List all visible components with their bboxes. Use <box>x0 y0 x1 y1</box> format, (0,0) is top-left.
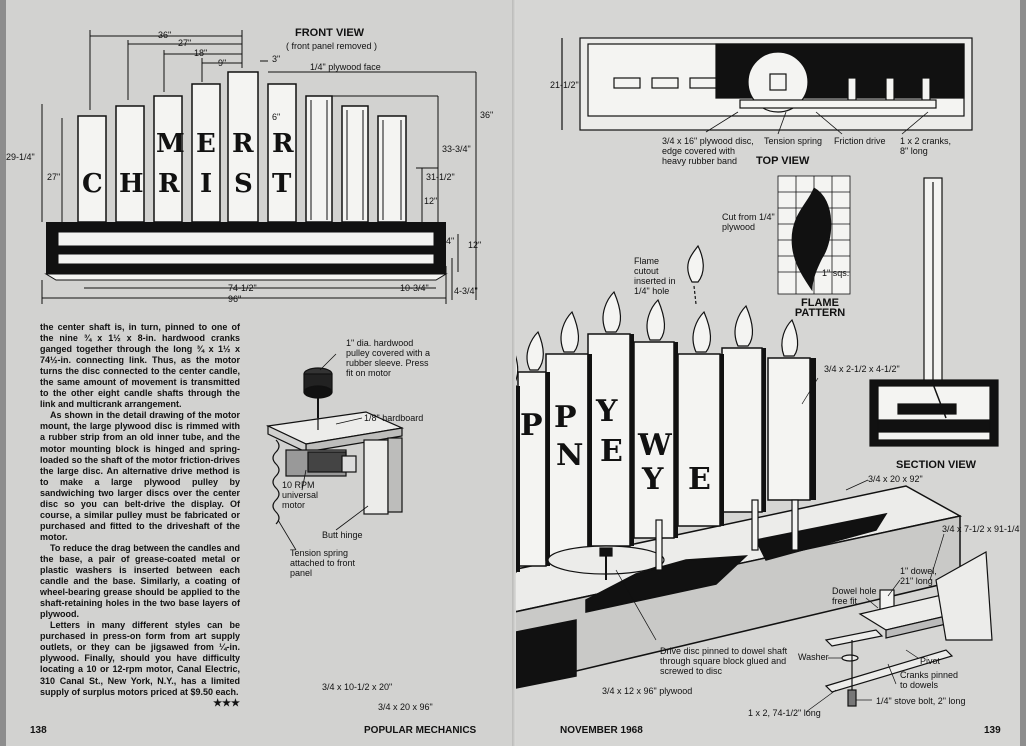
pivot-label: Pivot <box>920 656 941 666</box>
squares-label: 1" sqs. <box>822 268 850 278</box>
cranks-pinned-label: Cranks pinned to dowels <box>900 670 959 690</box>
dim-3: 3" <box>272 54 281 64</box>
top-view-title: TOP VIEW <box>756 155 810 167</box>
paragraph-4: Letters in many different styles can be … <box>40 620 240 708</box>
front-view-drawing <box>41 30 477 304</box>
letter-e: E <box>196 129 216 159</box>
letter-p1-3d: P <box>520 408 543 443</box>
article-body: the center shaft is, in turn, pinned to … <box>40 322 240 709</box>
friction-drive-label: Friction drive <box>834 136 886 146</box>
front-view-title: FRONT VIEW <box>295 27 365 39</box>
dim-29: 29-1/4" <box>6 152 35 162</box>
letter-e2-3d: E <box>688 462 711 497</box>
spring-label-top: Tension spring <box>764 136 823 146</box>
pulley-label: 1" dia. hardwood pulley covered with a r… <box>346 338 431 378</box>
dim-4: 4" <box>446 236 455 246</box>
spring-label: Tension spring attached to front panel <box>290 548 356 578</box>
dowel-hole-label: Dowel hole free fit <box>832 586 877 606</box>
paragraph-2: As shown in the detail drawing of the mo… <box>40 410 240 542</box>
flame-pattern-title: FLAME PATTERN <box>794 297 846 319</box>
dim-10: 10-3/4" <box>400 283 429 293</box>
motor-label: 10 RPM universal motor <box>282 480 319 510</box>
magazine-name: POPULAR MECHANICS <box>364 725 477 736</box>
letter-t: T <box>272 169 292 199</box>
hardboard-label: 1/8" hardboard <box>364 413 424 423</box>
letter-y1-3d: Y <box>596 394 618 429</box>
dim-4-3-4: 4-3/4" <box>454 286 478 296</box>
top-board-label: 3/4 x 20 x 92" <box>868 474 923 484</box>
dim-12b: 12" <box>468 240 482 250</box>
dowel-label: 1" dowel, 21" long <box>900 566 937 586</box>
dim-36-top: 36" <box>158 30 172 40</box>
letter-y2-3d: Y <box>642 462 664 497</box>
right-drawings <box>516 37 999 713</box>
issue-date: NOVEMBER 1968 <box>560 725 643 736</box>
drive-disc-label: Drive disc pinned to dowel shaft through… <box>660 646 788 676</box>
letter-r2: R <box>272 129 294 159</box>
cut-label: Cut from 1/4" plywood <box>722 212 775 232</box>
letter-h: H <box>119 169 144 199</box>
paragraph-4-text: Letters in many different styles can be … <box>40 620 240 697</box>
page-number-right: 139 <box>984 725 1001 736</box>
letter-c: C <box>82 169 103 199</box>
letter-m: M <box>156 129 185 159</box>
plywood-face-label: 1/4" plywood face <box>310 62 381 72</box>
cranks-label: 1 x 2 cranks, 8" long <box>900 136 952 156</box>
letter-r1: R <box>232 129 254 159</box>
dim-9: 9" <box>218 58 227 68</box>
motor-mount-drawing <box>265 353 405 551</box>
letter-i: I <box>200 169 213 199</box>
letter-n-3d: N <box>556 438 584 473</box>
letter-p2-3d: P <box>554 400 577 435</box>
dim-31: 31-1/2" <box>426 172 455 182</box>
end-mark: ★★★ <box>213 697 240 709</box>
letter-a-3d: A <box>516 416 519 448</box>
dim-33: 33-3/4" <box>442 144 471 154</box>
front-view-subtitle: ( front panel removed ) <box>286 41 378 51</box>
candle-size-label: 3/4 x 2-1/2 x 4-1/2" <box>824 364 900 374</box>
dim-6: 6" <box>272 112 281 122</box>
letter-r: R <box>158 169 180 199</box>
dim-12a: 12" <box>424 196 438 206</box>
dim-27: 27" <box>178 38 192 48</box>
paragraph-1: the center shaft is, in turn, pinned to … <box>40 322 240 410</box>
dim-18: 18" <box>194 48 208 58</box>
link-label: 1 x 2, 74-1/2" long <box>748 708 821 718</box>
flame-cutout-label: Flame cutout inserted in 1/4" hole <box>634 256 676 296</box>
washer-label: Washer <box>798 652 829 662</box>
bottom-board-label: 3/4 x 20 x 96" <box>378 702 433 712</box>
section-view-title: SECTION VIEW <box>896 459 977 471</box>
dim-74: 74-1/2" <box>228 283 257 293</box>
dim-36-side: 36" <box>480 110 494 120</box>
paragraph-3: To reduce the drag between the candles a… <box>40 542 240 620</box>
right-page: 21-1/2" 3/4 x 16" plywood disc, edge cov… <box>516 0 1020 746</box>
left-page: FRONT VIEW ( front panel removed ) 36" 2… <box>6 0 516 746</box>
disc-label: 3/4 x 16" plywood disc, edge covered wit… <box>662 136 754 166</box>
letter-w-3d: W <box>638 428 672 463</box>
side-board-label: 3/4 x 7-1/2 x 91-1/4" <box>942 524 1020 534</box>
dim-27-side: 27" <box>47 172 61 182</box>
letter-s: S <box>234 169 253 199</box>
front-board-label: 3/4 x 10-1/2 x 20" <box>322 682 393 692</box>
base-board-label: 3/4 x 12 x 96" plywood <box>602 686 693 696</box>
dim-96: 96" <box>228 294 242 304</box>
stove-bolt-label: 1/4" stove bolt, 2" long <box>876 696 966 706</box>
dim-21: 21-1/2" <box>550 80 579 90</box>
hinge-label: Butt hinge <box>322 530 363 540</box>
page-number-left: 138 <box>30 725 47 736</box>
letter-e1-3d: E <box>600 434 623 469</box>
